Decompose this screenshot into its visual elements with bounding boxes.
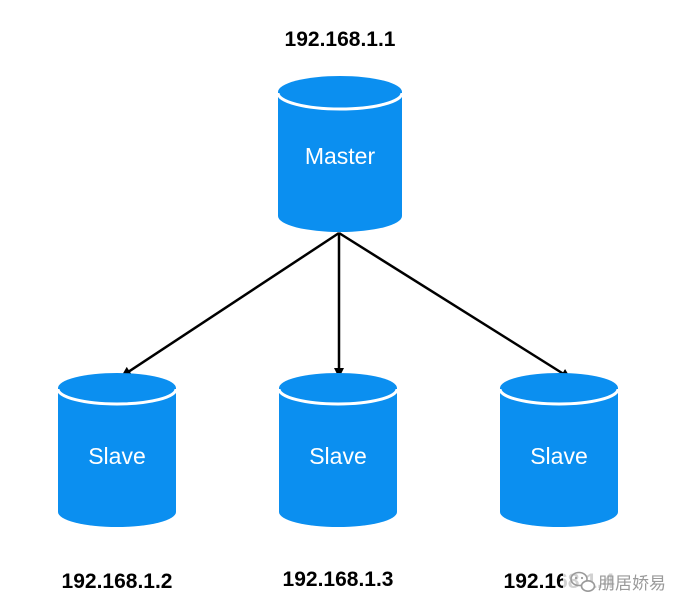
- slave-2-cylinder-body: [279, 388, 397, 527]
- master-label: Master: [305, 143, 376, 169]
- master-ip-label: 192.168.1.1: [285, 28, 396, 51]
- wechat-icon: [570, 571, 596, 592]
- master-cylinder-top: [278, 76, 402, 108]
- slave-database-2: Slave: [277, 373, 399, 527]
- slave-1-ip-label: 192.168.1.2: [62, 570, 173, 593]
- slave-2-label: Slave: [309, 443, 367, 469]
- slave-1-label: Slave: [88, 443, 146, 469]
- master-database: Master: [276, 76, 404, 232]
- watermark: 朋居娇易: [563, 567, 675, 595]
- master-cylinder-body: [278, 92, 402, 232]
- slave-3-cylinder-rim: [498, 388, 620, 406]
- master-cylinder-rim: [276, 92, 404, 111]
- arrow-to-slave-1: [121, 231, 340, 378]
- slave-2-cylinder-rim: [277, 388, 399, 406]
- slave-2-ip-label: 192.168.1.3: [283, 568, 394, 591]
- slave-2-cylinder-top: [279, 373, 397, 403]
- watermark-text: 朋居娇易: [598, 574, 666, 594]
- slave-3-cylinder-top: [500, 373, 618, 403]
- slave-3-label: Slave: [530, 443, 588, 469]
- slave-1-cylinder-rim: [56, 388, 178, 406]
- arrow-to-slave-3: [338, 231, 571, 380]
- slave-1-cylinder-body: [58, 388, 176, 527]
- replication-arrows: [121, 231, 571, 380]
- slave-database-3: Slave: [498, 373, 620, 527]
- slave-database-1: Slave: [56, 373, 178, 527]
- slave-3-cylinder-body: [500, 388, 618, 527]
- slave-1-cylinder-top: [58, 373, 176, 403]
